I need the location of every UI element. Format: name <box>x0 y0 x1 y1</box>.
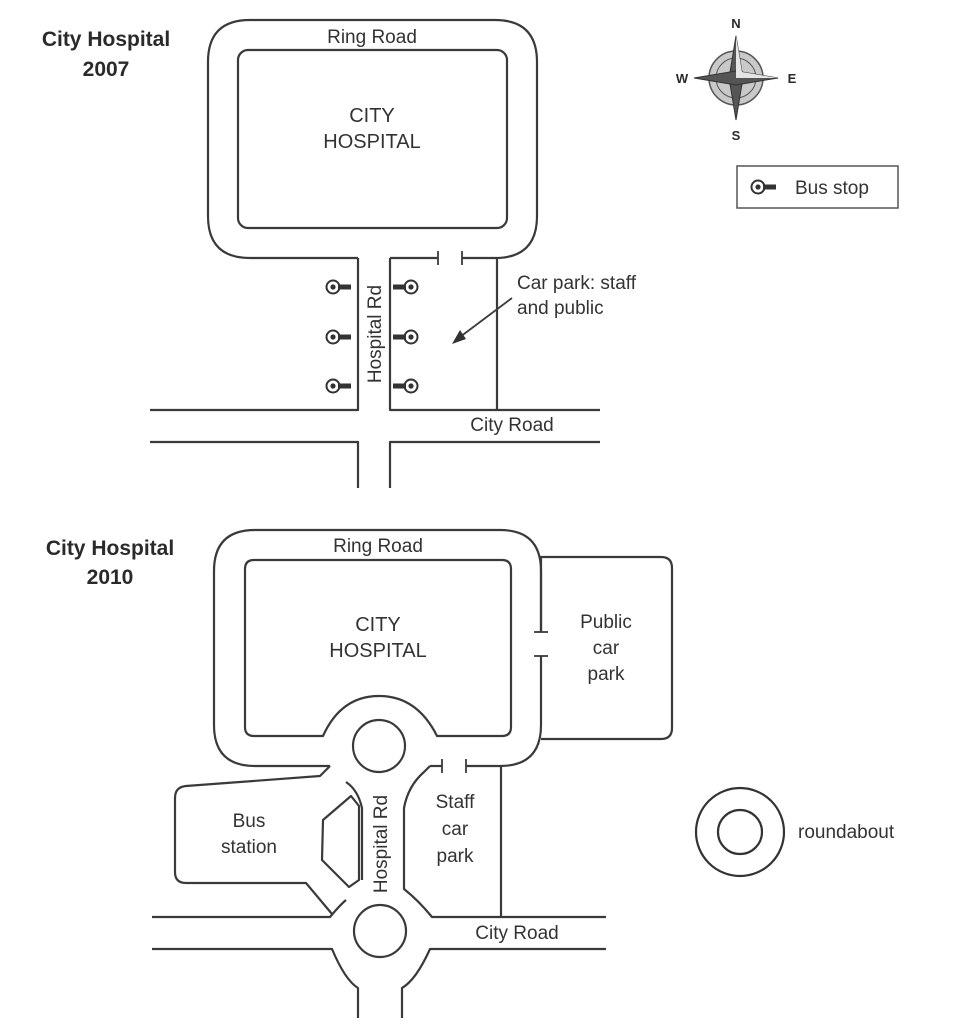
staff-car-park-label-2: car <box>442 819 469 840</box>
ring-road-2010-label: Ring Road <box>333 536 423 557</box>
map-2007-title-line1: City Hospital <box>42 28 170 51</box>
map-2007: City Hospital 2007 CITY HOSPITAL Ring Ro… <box>42 18 637 488</box>
map-2010-title-line1: City Hospital <box>46 537 174 560</box>
bus-station-label-1: Bus <box>233 811 266 832</box>
compass-s: S <box>732 128 741 143</box>
hospital-2007-label-1: CITY <box>349 105 395 127</box>
bus-stop-2007-6 <box>392 378 419 394</box>
compass-n: N <box>731 16 740 31</box>
hospital-rd-2010-east <box>402 765 606 919</box>
staff-car-park-label-1: Staff <box>436 792 475 813</box>
city-road-2007-sw <box>150 440 360 488</box>
ring-road-2010-outer <box>212 528 543 768</box>
public-car-park-label-3: park <box>588 664 625 685</box>
car-park-2007-arrow-icon <box>459 297 513 338</box>
public-car-park-label-1: Public <box>580 612 632 633</box>
map-2010: City Hospital 2010 CITY HOSPITAL Ring Ro… <box>46 528 674 1018</box>
compass-rose-icon: N S E W <box>676 16 797 143</box>
hospital-rd-2007-east <box>388 258 600 412</box>
arrow-head-icon <box>452 330 466 344</box>
traffic-island <box>320 794 361 889</box>
roundabout-2010-north <box>351 718 407 774</box>
roundabout-legend-icon <box>694 786 786 878</box>
hospital-rd-2007-west <box>150 258 360 412</box>
bus-stop-2007-5 <box>392 329 419 345</box>
hospital-2010-label-2: HOSPITAL <box>329 640 426 662</box>
city-hospital-2010 <box>243 558 513 738</box>
bus-station <box>173 765 333 915</box>
hospital-2010-label-1: CITY <box>355 614 401 636</box>
hospital-2007-label-2: HOSPITAL <box>323 131 420 153</box>
city-road-2010-sw <box>152 947 360 1018</box>
ring-road-2010-east-lower <box>466 656 543 768</box>
city-road-2010-se <box>400 947 606 1018</box>
city-road-2010-label: City Road <box>475 923 558 944</box>
bus-stop-2007-2 <box>325 329 352 345</box>
map-2007-title-line2: 2007 <box>83 58 130 81</box>
legend-bus-stop-label: Bus stop <box>795 178 869 199</box>
legend-roundabout: roundabout <box>694 786 895 878</box>
hospital-rd-2010-label: Hospital Rd <box>371 795 392 893</box>
staff-car-park-label-3: park <box>437 846 474 867</box>
bus-stop-2007-1 <box>325 279 352 295</box>
public-car-park-label-2: car <box>593 638 620 659</box>
car-park-2007-label-2: and public <box>517 298 604 319</box>
hospital-rd-2010-west <box>345 781 364 880</box>
car-park-2007-label-1: Car park: staff <box>517 273 637 294</box>
public-car-park <box>539 555 674 741</box>
bus-stop-2007-4 <box>392 279 419 295</box>
ring-road-2007-label: Ring Road <box>327 27 417 48</box>
ring-road-2007-outer <box>206 18 539 260</box>
bus-station-label-2: station <box>221 837 277 858</box>
city-hospital-2007 <box>236 48 509 230</box>
compass-w: W <box>676 71 689 86</box>
city-road-2010-nw <box>152 899 347 919</box>
map-2010-title-line2: 2010 <box>87 566 134 589</box>
hospital-rd-2007-label: Hospital Rd <box>365 285 386 383</box>
bus-stop-2007-3 <box>325 378 352 394</box>
city-road-2007-se <box>388 440 600 488</box>
legend-bus-stop: Bus stop <box>736 165 899 209</box>
city-road-2007-label: City Road <box>470 415 553 436</box>
roundabout-2010-south <box>352 903 408 959</box>
compass-e: E <box>788 71 797 86</box>
legend-roundabout-label: roundabout <box>798 822 895 843</box>
